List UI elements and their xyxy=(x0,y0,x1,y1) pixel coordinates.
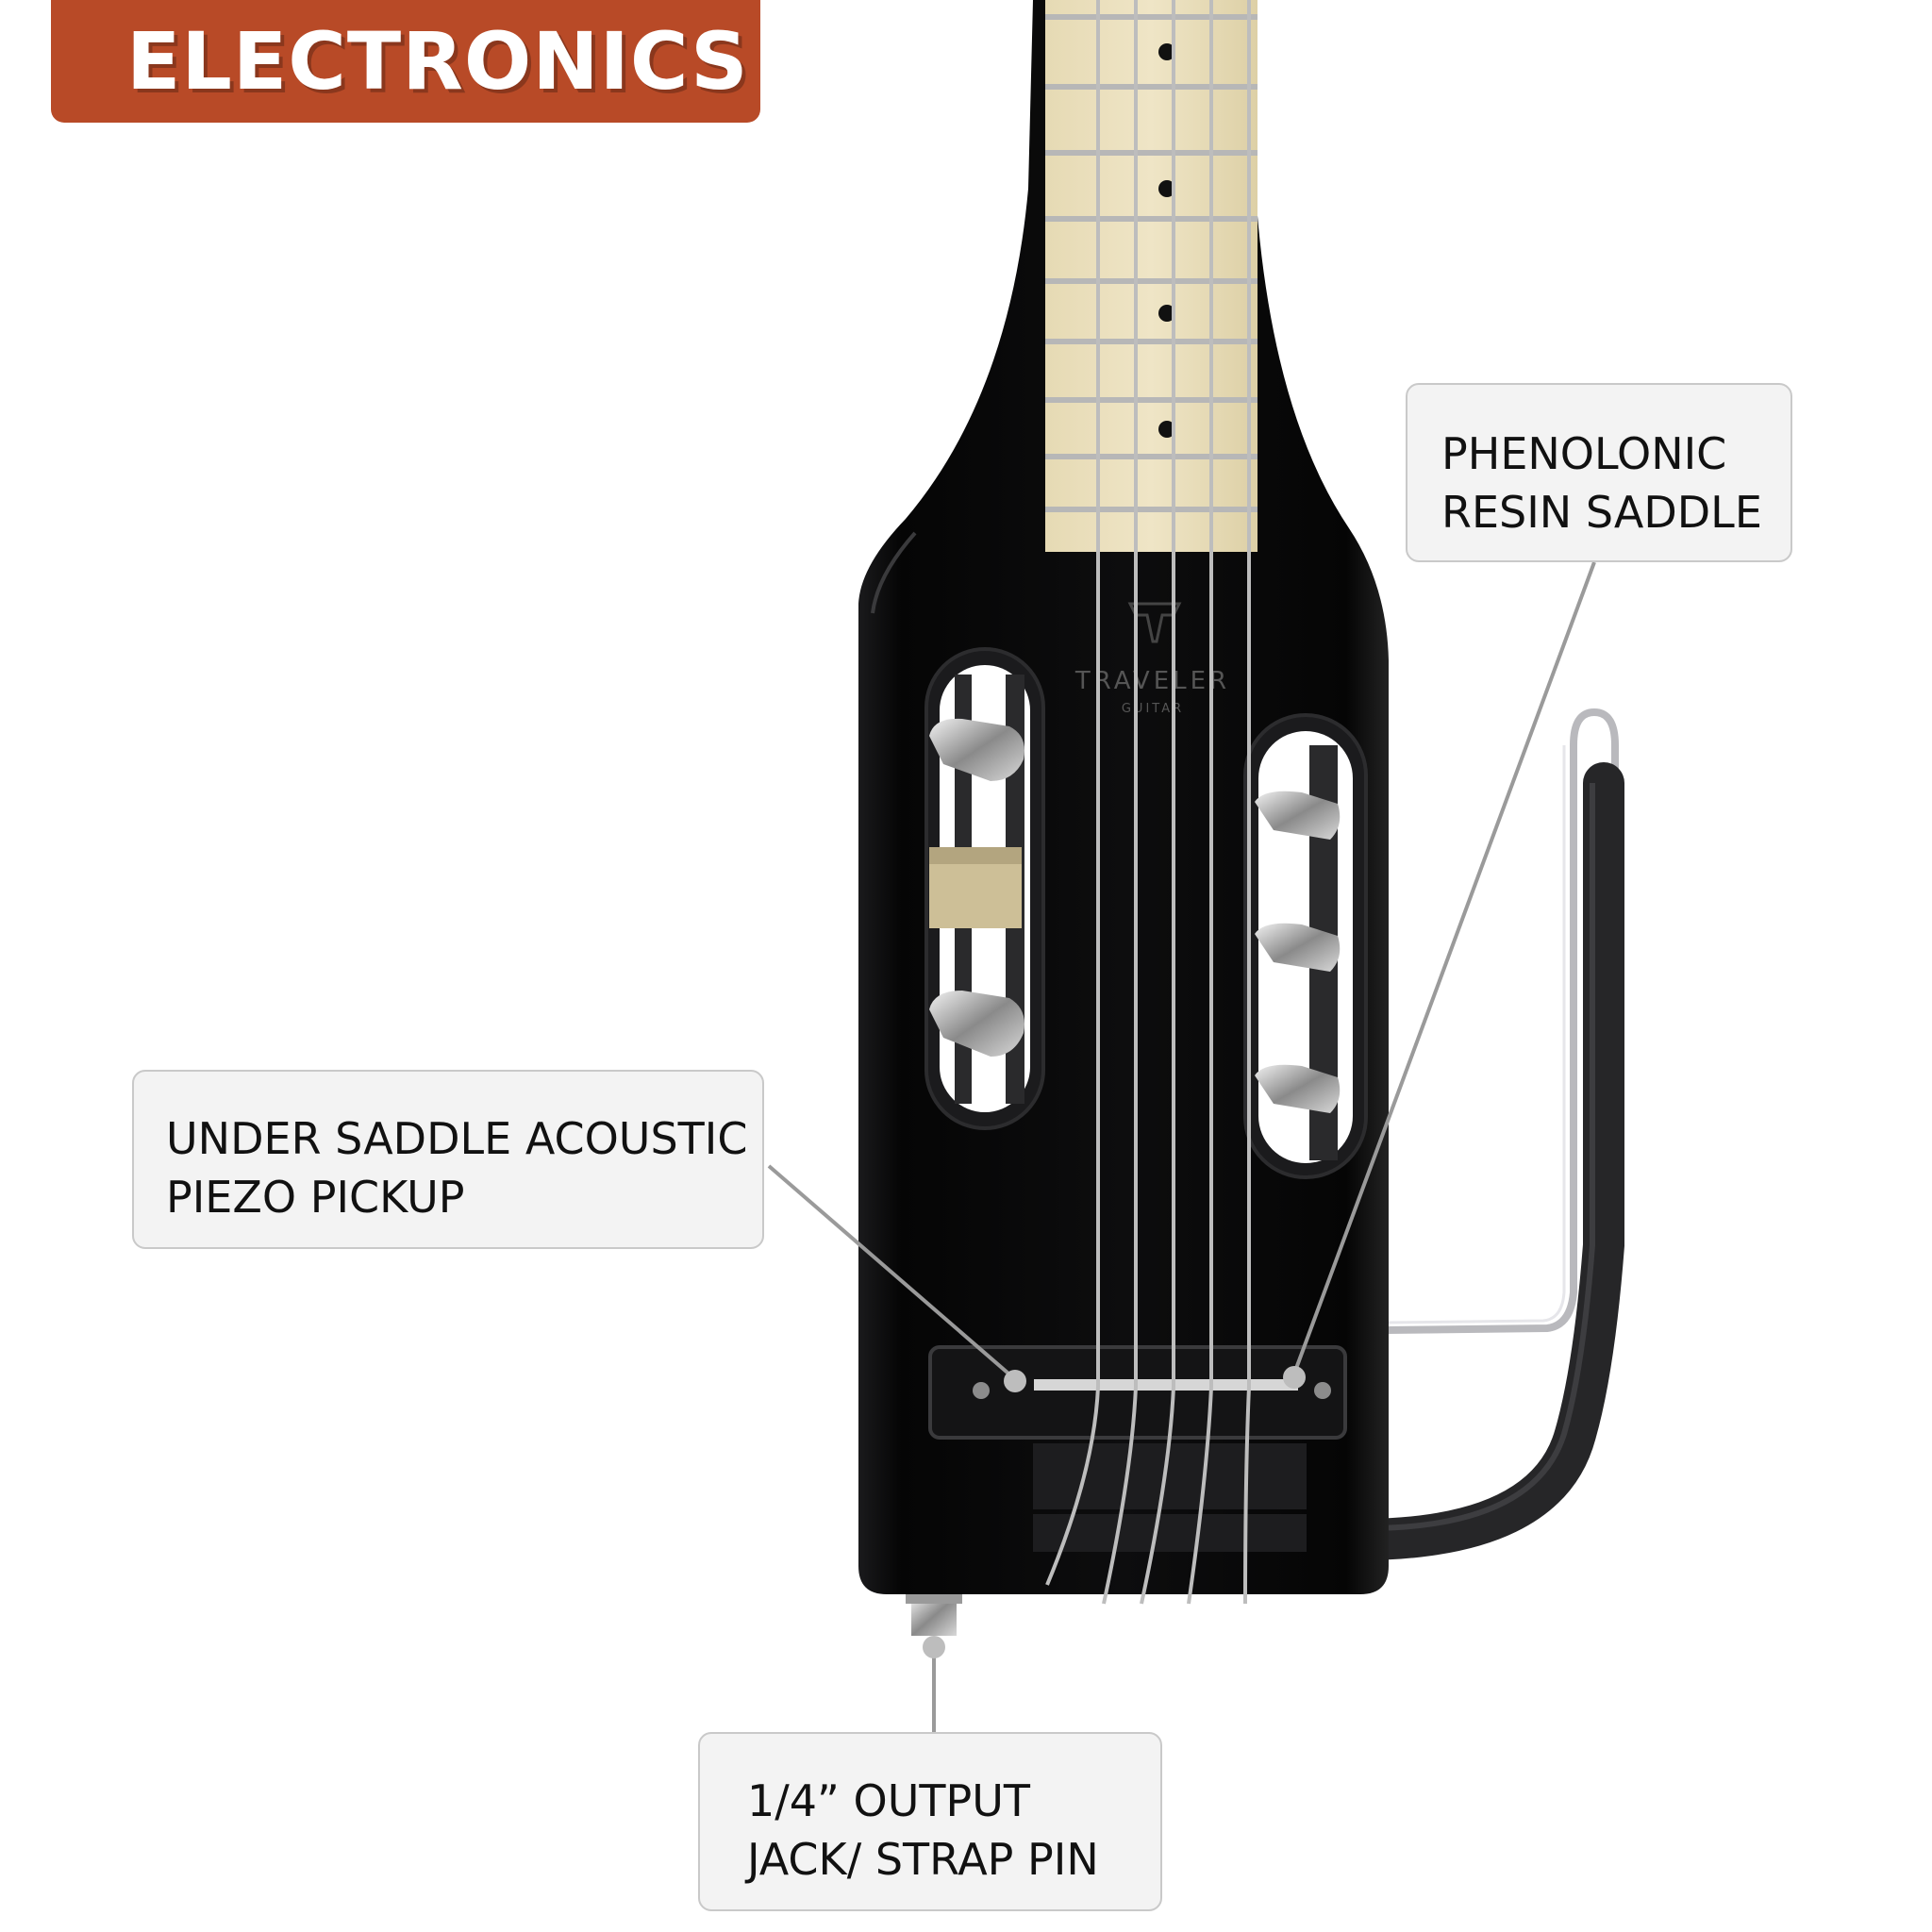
strap-wire xyxy=(1386,708,1619,1334)
callout-jack-line2: JACK/ STRAP PIN xyxy=(747,1834,1099,1885)
fret-markers xyxy=(1158,43,1175,438)
callout-jack-line1: 1/4” OUTPUT xyxy=(747,1775,1030,1826)
section-title: ELECTRONICS xyxy=(126,15,749,108)
tailpiece xyxy=(1033,1443,1307,1552)
section-banner: ELECTRONICS xyxy=(51,0,760,123)
leader-lines xyxy=(767,561,1596,1734)
strings xyxy=(1045,0,1251,1605)
callout-saddle-line2: RESIN SADDLE xyxy=(1441,487,1762,538)
tuner-left-top xyxy=(929,718,1024,781)
tuner-left-bottom xyxy=(929,991,1024,1057)
callout-saddle-line1: PHENOLONIC xyxy=(1441,428,1727,479)
saddle xyxy=(1034,1379,1298,1391)
fretboard xyxy=(1045,0,1257,552)
leg-rest xyxy=(1338,762,1624,1560)
callout-pickup: UNDER SADDLE ACOUSTIC PIEZO PICKUP xyxy=(132,1070,764,1249)
callout-pickup-line2: PIEZO PICKUP xyxy=(166,1172,465,1223)
callout-pickup-line1: UNDER SADDLE ACOUSTIC xyxy=(166,1113,748,1164)
callout-jack: 1/4” OUTPUT JACK/ STRAP PIN xyxy=(698,1732,1162,1911)
tuner-right-2 xyxy=(1255,923,1341,972)
frets xyxy=(1045,14,1257,512)
callout-saddle: PHENOLONIC RESIN SADDLE xyxy=(1406,383,1792,562)
tuner-right-3 xyxy=(1255,1064,1341,1113)
tuner-right-1 xyxy=(1255,791,1341,840)
